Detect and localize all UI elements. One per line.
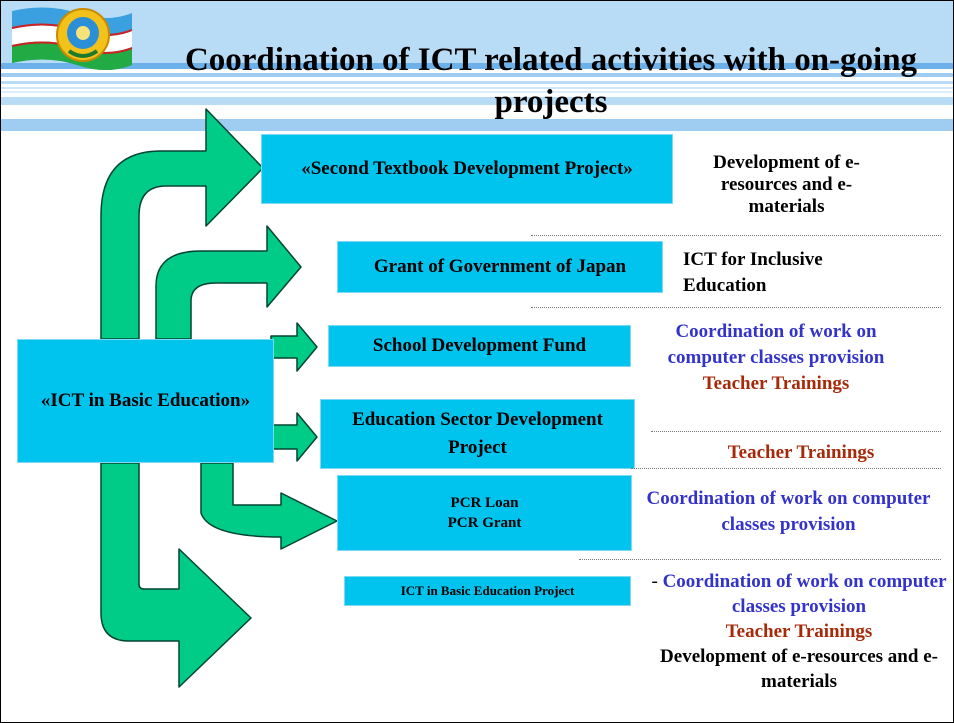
- arrow-to-second-textbook: [100, 108, 264, 340]
- outcome-coordination: Coordination of work on computer classes…: [662, 571, 947, 617]
- header-band: [1, 1, 953, 69]
- source-box-label: «ICT in Basic Education»: [40, 390, 251, 411]
- project-label: School Development Fund: [372, 335, 587, 356]
- outcome-inclusive-education: ICT for Inclusive Education: [683, 249, 823, 296]
- separator-dotted: [531, 235, 941, 236]
- header-stripe-7: [1, 119, 953, 131]
- arrow-to-education-sector: [270, 412, 318, 462]
- header-stripe-4: [1, 87, 953, 89]
- header-stripe-2: [1, 73, 953, 77]
- source-box-ict-basic-education: «ICT in Basic Education»: [17, 339, 274, 463]
- outcome-coordination-and-training: Coordination of work on computer classes…: [641, 319, 911, 397]
- project-label: «Second Textbook Development Project»: [301, 158, 633, 179]
- flag-emblem-logo: [11, 7, 133, 71]
- arrow-to-pcr: [200, 462, 338, 550]
- project-box-second-textbook: «Second Textbook Development Project»: [261, 134, 673, 204]
- project-label-pcr-grant: PCR Grant: [447, 515, 522, 531]
- project-label: ICT in Basic Education Project: [400, 583, 575, 598]
- bullet-dash: -: [651, 571, 658, 592]
- project-box-japan-grant: Grant of Government of Japan: [337, 241, 663, 293]
- project-label: Education Sector Development Project: [352, 409, 603, 458]
- separator-dotted: [651, 431, 941, 432]
- arrow-to-ict-project: [100, 462, 252, 688]
- project-label-pcr-loan: PCR Loan: [450, 495, 519, 511]
- header-stripe: [1, 63, 953, 69]
- arrow-to-japan-grant: [155, 225, 302, 340]
- project-box-education-sector: Education Sector Development Project: [320, 399, 635, 469]
- separator-dotted: [631, 468, 941, 469]
- outcome-coordination: Coordination of work on computer classes…: [646, 488, 931, 535]
- project-box-school-fund: School Development Fund: [328, 325, 631, 367]
- arrow-to-school-fund: [270, 322, 318, 372]
- header-stripe-3: [1, 81, 953, 84]
- outcome-ict-project-block: - Coordination of work on computer class…: [651, 569, 947, 694]
- outcome-teacher-trainings: Teacher Trainings: [725, 621, 873, 642]
- outcome-teacher-trainings: Teacher Trainings: [702, 373, 850, 394]
- header-stripe-5: [1, 91, 953, 93]
- header-stripe-6: [1, 97, 953, 105]
- project-box-ict-project: ICT in Basic Education Project: [344, 576, 631, 606]
- project-label: Grant of Government of Japan: [373, 256, 627, 277]
- outcome-coordination: Coordination of work on computer classes…: [667, 321, 885, 368]
- page-title: Coordination of ICT related activities w…: [184, 42, 918, 120]
- outcome-e-resources: Development of e-resources and e-materia…: [713, 152, 860, 217]
- separator-dotted: [531, 307, 941, 308]
- separator-dotted: [579, 559, 941, 560]
- outcome-e-resources: Development of e-resources and e-materia…: [660, 646, 938, 692]
- project-box-pcr: PCR Loan PCR Grant: [337, 475, 632, 551]
- outcome-teacher-trainings: Teacher Trainings: [727, 442, 875, 463]
